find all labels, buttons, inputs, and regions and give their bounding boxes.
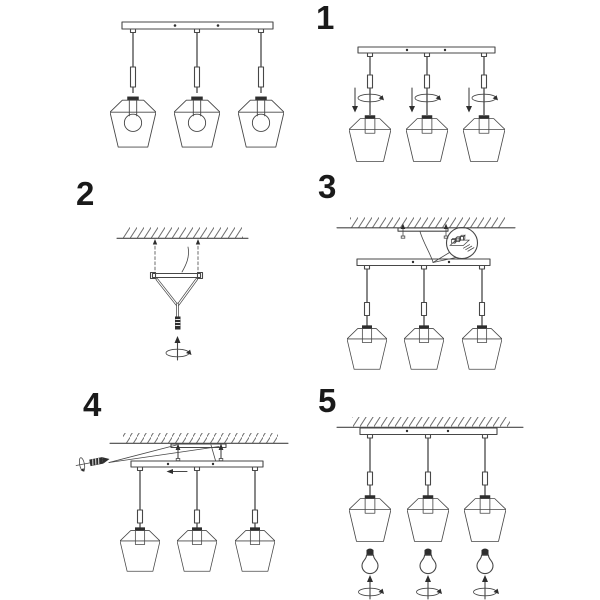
rotate-arrow-icon <box>415 574 443 600</box>
lamp-shade <box>347 325 387 370</box>
pendant-unit <box>238 32 284 148</box>
canopy-bar <box>121 21 274 34</box>
figure-step-2 <box>116 227 249 361</box>
lamp-shade <box>120 527 160 572</box>
step-1-label: 1 <box>316 0 335 36</box>
figure-step-5 <box>336 417 524 600</box>
screw-icon <box>74 451 112 474</box>
pendant-unit <box>120 470 160 572</box>
lamp-shade <box>349 495 391 542</box>
mounting-bracket <box>170 443 227 449</box>
threaded-stud <box>175 316 181 330</box>
down-arrow-icon <box>352 87 358 113</box>
pendant-unit <box>349 56 391 162</box>
pendant-unit <box>174 32 220 148</box>
guide-lines <box>108 444 220 463</box>
light-bulb <box>419 548 437 575</box>
down-arrow-icon <box>466 87 472 113</box>
step-2-label: 2 <box>76 175 95 212</box>
pendant-unit <box>464 438 506 600</box>
lamp-shade <box>177 527 217 572</box>
rotate-arrow-icon <box>357 574 385 600</box>
figure-step-4 <box>74 433 289 572</box>
rotate-arrow-icon <box>357 93 384 103</box>
figure-step-3 <box>336 217 516 370</box>
lamp-shade <box>174 96 220 148</box>
pendant-unit <box>110 32 156 148</box>
mounting-bracket <box>149 271 204 330</box>
lamp-shade <box>407 495 449 542</box>
pendant-unit <box>462 269 502 370</box>
magnifier-balloon <box>432 226 479 263</box>
rotate-arrow-icon <box>414 93 441 103</box>
mounting-screw-line <box>152 239 201 274</box>
pendant-unit <box>349 438 391 600</box>
terminal-block-icon <box>449 234 475 252</box>
pendant-unit <box>404 269 444 370</box>
ceiling <box>109 433 289 444</box>
down-arrow-icon <box>409 87 415 113</box>
pendant-unit <box>347 269 387 370</box>
ceiling <box>336 217 516 229</box>
step-4-label: 4 <box>83 386 102 423</box>
lamp-shade <box>235 527 275 572</box>
left-arrow-icon <box>166 469 188 474</box>
pendant-unit <box>177 470 217 572</box>
power-wire <box>419 231 434 263</box>
canopy-bar <box>130 460 264 472</box>
step-5-label: 5 <box>318 382 337 419</box>
figure-step-1 <box>349 46 505 162</box>
light-bulb <box>361 548 379 575</box>
rotate-arrow-icon <box>165 335 193 361</box>
pendant-unit <box>463 56 505 162</box>
mounting-bracket <box>397 223 449 239</box>
rotate-arrow-icon <box>472 574 500 600</box>
pendant-unit <box>235 470 275 572</box>
power-wire <box>181 246 189 273</box>
lamp-shade <box>404 325 444 370</box>
lamp-shade <box>464 495 506 542</box>
lamp-shade <box>349 115 391 162</box>
step-3-label: 3 <box>318 168 337 205</box>
canopy-bar <box>357 46 496 58</box>
lamp-shade <box>462 325 502 370</box>
pendant-unit <box>407 438 449 600</box>
canopy-bar <box>359 427 498 439</box>
lamp-shade <box>110 96 156 148</box>
fixing-screw-arrow <box>175 443 224 462</box>
lamp-shade <box>238 96 284 148</box>
canopy-bar <box>356 258 491 270</box>
rotate-arrow-icon <box>471 93 498 103</box>
figure-overview <box>110 21 284 148</box>
ceiling <box>116 227 249 239</box>
ceiling <box>336 417 524 428</box>
pendant-unit <box>406 56 448 162</box>
lamp-shade <box>463 115 505 162</box>
lamp-shade <box>406 115 448 162</box>
light-bulb <box>476 548 494 575</box>
